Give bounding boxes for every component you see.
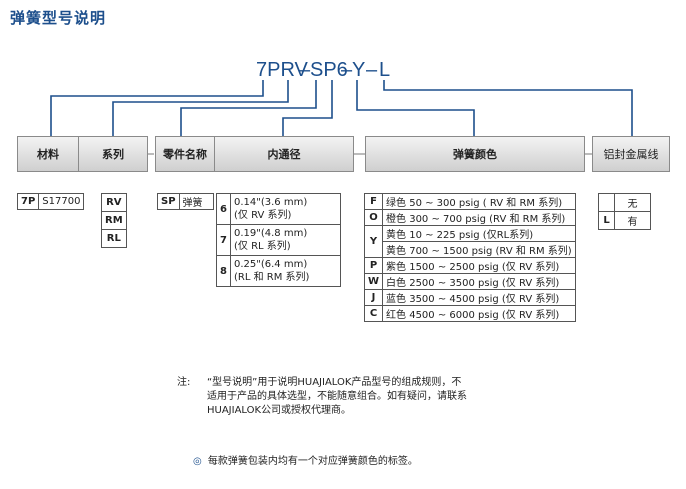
material-value: S17700: [38, 193, 85, 210]
color-code: J: [363, 289, 384, 306]
color-desc: 红色 4500 ~ 6000 psig (仅 RV 系列): [382, 305, 576, 322]
color-code: Y: [363, 225, 384, 258]
color-desc: 紫色 1500 ~ 2500 psig (仅 RV 系列): [382, 257, 576, 274]
header-material: 材料: [17, 136, 79, 172]
table-row: RV: [101, 193, 127, 212]
color-code: O: [363, 209, 384, 226]
model-part-material-series: 7PRV: [256, 59, 309, 81]
part-code: SP: [157, 193, 180, 210]
model-part-seal: L: [379, 59, 390, 81]
bore-series: (仅 RV 系列): [234, 210, 292, 221]
spring-color-table: F 绿色 50 ~ 300 psig ( RV 和 RM 系列) O 橙色 30…: [363, 193, 576, 322]
table-row: RM: [101, 211, 127, 230]
color-code: P: [363, 257, 384, 274]
bore-series: (RL 和 RM 系列): [234, 272, 310, 283]
table-row: J 蓝色 3500 ~ 4500 psig (仅 RV 系列): [363, 289, 576, 306]
series-code: RL: [101, 229, 127, 248]
color-desc: 黄色 10 ~ 225 psig (仅RL系列): [382, 225, 576, 242]
bore-size: 0.19"(4.8 mm): [234, 228, 308, 239]
model-code: 7PRV – SP6 – Y – L: [256, 59, 390, 81]
circle-bullet-icon: ◎: [193, 456, 202, 467]
label-notice: ◎ 每款弹簧包装内均有一个对应弹簧颜色的标签。: [193, 452, 418, 467]
bore-code: 6: [216, 193, 231, 225]
color-desc: 蓝色 3500 ~ 4500 psig (仅 RV 系列): [382, 289, 576, 306]
color-code: F: [363, 193, 384, 210]
table-row: 无: [598, 193, 651, 212]
model-part-color: Y: [352, 59, 365, 81]
header-bore: 内通径: [214, 136, 354, 172]
material-code: 7P: [16, 193, 40, 210]
color-code: W: [363, 273, 384, 290]
bore-table: 6 0.14"(3.6 mm) (仅 RV 系列) 7 0.19"(4.8 mm…: [216, 193, 341, 287]
table-row: 7 0.19"(4.8 mm) (仅 RL 系列): [216, 224, 341, 256]
seal-code: [598, 193, 615, 212]
model-part-name-bore: SP6: [310, 59, 348, 81]
header-aluminum-seal: 铝封金属线: [592, 136, 670, 172]
color-desc: 黄色 700 ~ 1500 psig (RV 和 RM 系列): [382, 241, 576, 258]
color-desc: 橙色 300 ~ 700 psig (RV 和 RM 系列): [382, 209, 576, 226]
table-row: RL: [101, 229, 127, 248]
table-row: O 橙色 300 ~ 700 psig (RV 和 RM 系列): [363, 209, 576, 226]
material-table: 7P S17700: [16, 193, 85, 210]
bore-code: 7: [216, 224, 231, 256]
table-row: C 红色 4500 ~ 6000 psig (仅 RV 系列): [363, 305, 576, 322]
model-separator-3: –: [366, 59, 378, 81]
seal-code: L: [598, 211, 615, 230]
bore-size: 0.14"(3.6 mm): [234, 197, 308, 208]
label-notice-text: 每款弹簧包装内均有一个对应弹簧颜色的标签。: [207, 456, 418, 467]
seal-value: 无: [614, 193, 651, 212]
table-row: Y 黄色 10 ~ 225 psig (仅RL系列): [363, 225, 576, 258]
table-row: F 绿色 50 ~ 300 psig ( RV 和 RM 系列): [363, 193, 576, 210]
series-code: RM: [101, 211, 127, 230]
header-spring-color: 弹簧颜色: [365, 136, 585, 172]
table-row: 6 0.14"(3.6 mm) (仅 RV 系列): [216, 193, 341, 225]
table-row: P 紫色 1500 ~ 2500 psig (仅 RV 系列): [363, 257, 576, 274]
model-separator-1: –: [299, 59, 311, 81]
series-code: RV: [101, 193, 127, 212]
table-row: L 有: [598, 211, 651, 230]
note-label: 注:: [177, 377, 191, 388]
header-part-name: 零件名称: [155, 136, 215, 172]
page-title: 弹簧型号说明: [10, 9, 107, 27]
bore-series: (仅 RL 系列): [234, 241, 291, 252]
aluminum-seal-table: 无 L 有: [598, 193, 651, 230]
table-row: 黄色 700 ~ 1500 psig (RV 和 RM 系列): [365, 241, 576, 258]
color-code: C: [363, 305, 384, 322]
note-text: “型号说明”用于说明HUAJIALOK产品型号的组成规则，不适用于产品的具体选型…: [207, 377, 467, 416]
model-separator-2: –: [341, 59, 353, 81]
color-desc: 绿色 50 ~ 300 psig ( RV 和 RM 系列): [382, 193, 576, 210]
header-series: 系列: [78, 136, 148, 172]
series-table: RV RM RL: [101, 193, 127, 248]
table-row: 8 0.25"(6.4 mm) (RL 和 RM 系列): [216, 255, 341, 287]
bore-size: 0.25"(6.4 mm): [234, 259, 308, 270]
bore-code: 8: [216, 255, 231, 287]
seal-value: 有: [614, 211, 651, 230]
part-value: 弹簧: [178, 193, 214, 210]
color-desc: 白色 2500 ~ 3500 psig (仅 RV 系列): [382, 273, 576, 290]
table-row: SP 弹簧: [157, 193, 214, 210]
part-name-table: SP 弹簧: [157, 193, 214, 210]
table-row: 7P S17700: [16, 193, 85, 210]
table-row: W 白色 2500 ~ 3500 psig (仅 RV 系列): [363, 273, 576, 290]
